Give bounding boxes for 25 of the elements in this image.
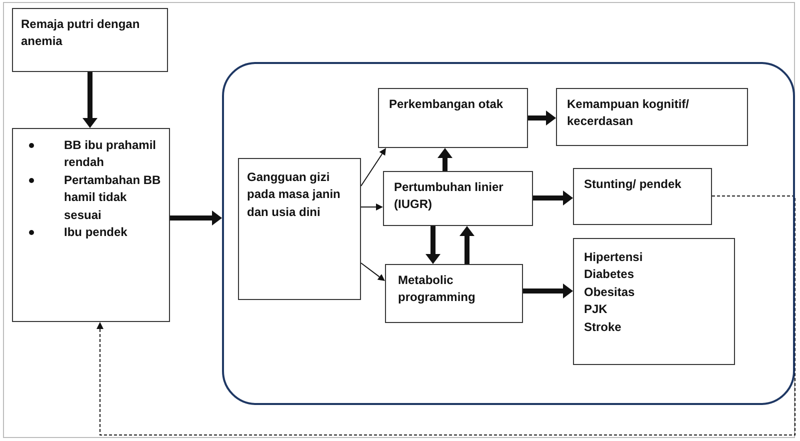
text-box — [385, 264, 523, 323]
list-box — [573, 238, 735, 365]
box-text: Stunting/ pendek — [584, 176, 682, 193]
list-box — [12, 128, 170, 322]
box-text: Perkembangan otak — [389, 96, 504, 113]
box-text: Metabolic programming — [398, 272, 476, 306]
box-text: Gangguan gizi pada masa janin dan usia dini — [247, 169, 342, 221]
bullet-text: Pertambahan BB hamil tidak sesuai — [64, 172, 162, 224]
rounded-container — [222, 62, 795, 405]
box-text: Obesitas — [584, 284, 636, 301]
box-text: PJK — [584, 301, 608, 318]
box-text: Remaja putri dengan anemia — [21, 16, 141, 50]
text-box — [383, 171, 533, 226]
text-box — [556, 88, 748, 146]
bullet-text: BB ibu prahamil rendah — [64, 137, 158, 172]
text-box — [378, 88, 528, 148]
box-text: Kemampuan kognitif/ kecerdasan — [567, 96, 690, 130]
text-box — [238, 158, 361, 300]
box-text: Pertumbuhan linier (IUGR) — [394, 179, 504, 214]
text-box — [573, 168, 712, 225]
box-text: Diabetes — [584, 266, 636, 284]
box-text: Hipertensi — [584, 249, 644, 266]
box-text: Stroke — [584, 318, 622, 336]
bullet-text: Ibu pendek — [64, 224, 128, 241]
text-box — [12, 8, 168, 72]
